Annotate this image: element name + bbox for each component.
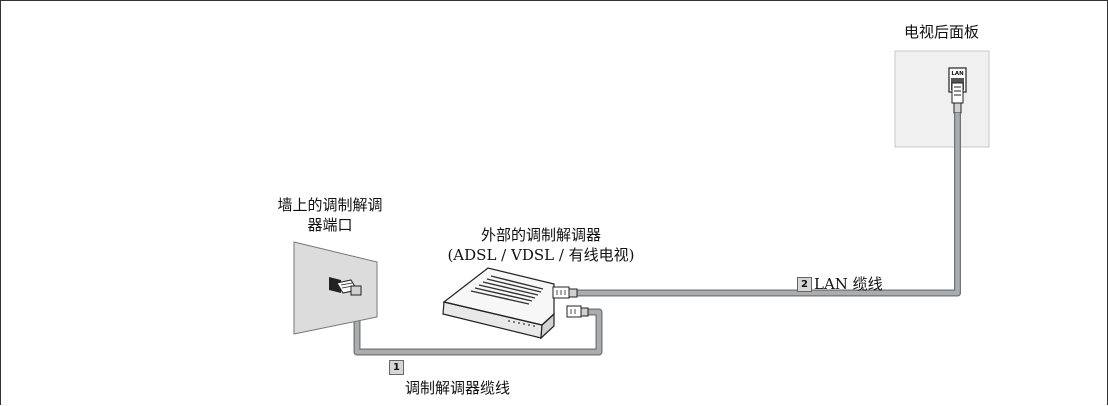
external-modem-label-line2: (ADSL / VDSL / 有线电视) xyxy=(447,246,635,264)
external-modem xyxy=(442,267,555,340)
lan-cable-number-badge: 2 xyxy=(797,277,812,292)
modem-cable-number-badge: 1 xyxy=(389,360,404,375)
wall-port-label-line1: 墙上的调制解调 xyxy=(277,196,383,214)
tv-back-panel: LAN xyxy=(894,50,990,148)
wall-jack xyxy=(329,277,341,293)
tv-back-panel-label: 电视后面板 xyxy=(904,23,980,41)
wall-port-label-line2: 器端口 xyxy=(307,216,353,234)
lan-cable-label: LAN 缆线 xyxy=(814,275,883,293)
modem-line-plug xyxy=(566,305,589,318)
wall-modem-port-panel xyxy=(293,241,378,335)
tv-lan-plug xyxy=(951,82,964,114)
wall-plug xyxy=(336,279,362,296)
tv-port-label: LAN xyxy=(951,71,964,77)
external-modem-label-line1: 外部的调制解调器 xyxy=(480,226,601,244)
modem-lan-plug xyxy=(552,286,578,299)
modem-cable-label: 调制解调器缆线 xyxy=(405,379,511,397)
